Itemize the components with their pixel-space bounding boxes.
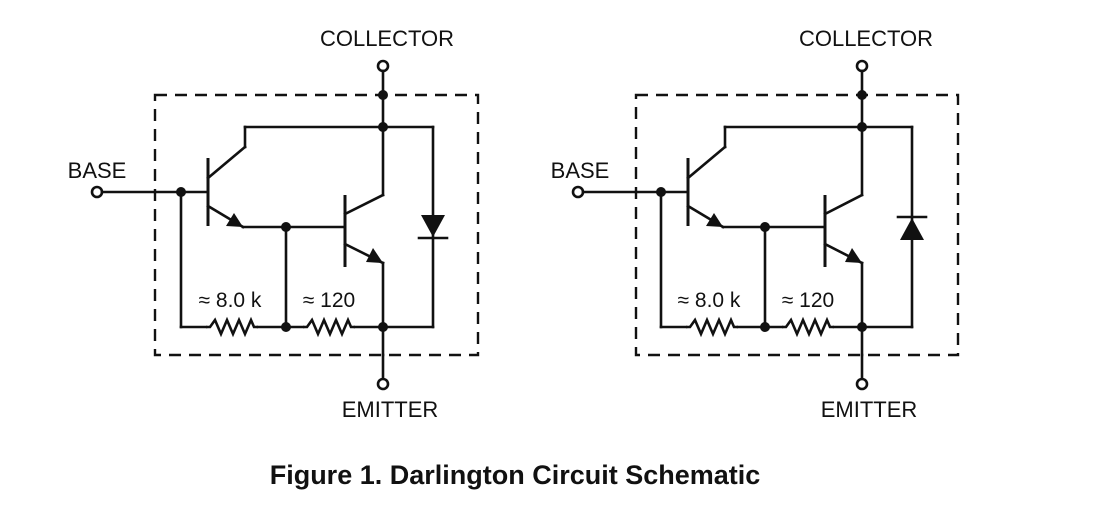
r1-value-label: ≈ 8.0 k (199, 289, 262, 312)
emitter-arrow (706, 213, 723, 227)
driver-transistor (686, 145, 727, 229)
base-terminal (90, 185, 157, 199)
emitter-label: EMITTER (342, 397, 439, 422)
r1-value-label: ≈ 8.0 k (678, 289, 741, 312)
package-outline (153, 93, 480, 357)
collector-label: COLLECTOR (320, 26, 454, 51)
r2-value-label: ≈ 120 (782, 289, 834, 312)
emitter-arrow (226, 213, 243, 227)
schematic-left: COLLECTOR BASE EMITTER (68, 26, 480, 422)
output-transistor (823, 193, 864, 267)
emitter-arrow (845, 248, 862, 263)
collector-terminal (376, 59, 390, 97)
emitter-terminal (376, 353, 390, 391)
emitter-arrow (366, 248, 383, 263)
base-terminal (571, 185, 638, 199)
output-transistor (343, 193, 385, 267)
schematic-right: COLLECTOR BASE EMITTER (551, 26, 960, 422)
junction-dots (176, 90, 388, 332)
resistor-r1 (686, 316, 738, 338)
resistor-r1 (206, 316, 258, 338)
emitter-label: EMITTER (821, 397, 918, 422)
emitter-terminal (855, 353, 869, 391)
junction-dots (656, 90, 867, 332)
base-label: BASE (68, 158, 127, 183)
internal-wiring (153, 93, 435, 357)
collector-terminal (855, 59, 869, 97)
resistor-r2 (303, 316, 355, 338)
figure-caption: Figure 1. Darlington Circuit Schematic (270, 460, 761, 490)
driver-transistor (206, 145, 247, 229)
package-outline (634, 93, 960, 357)
diode (896, 215, 928, 240)
r2-value-label: ≈ 120 (303, 289, 355, 312)
resistor-r2 (782, 316, 834, 338)
internal-wiring (634, 93, 914, 357)
diode (417, 215, 449, 240)
collector-label: COLLECTOR (799, 26, 933, 51)
base-label: BASE (551, 158, 610, 183)
